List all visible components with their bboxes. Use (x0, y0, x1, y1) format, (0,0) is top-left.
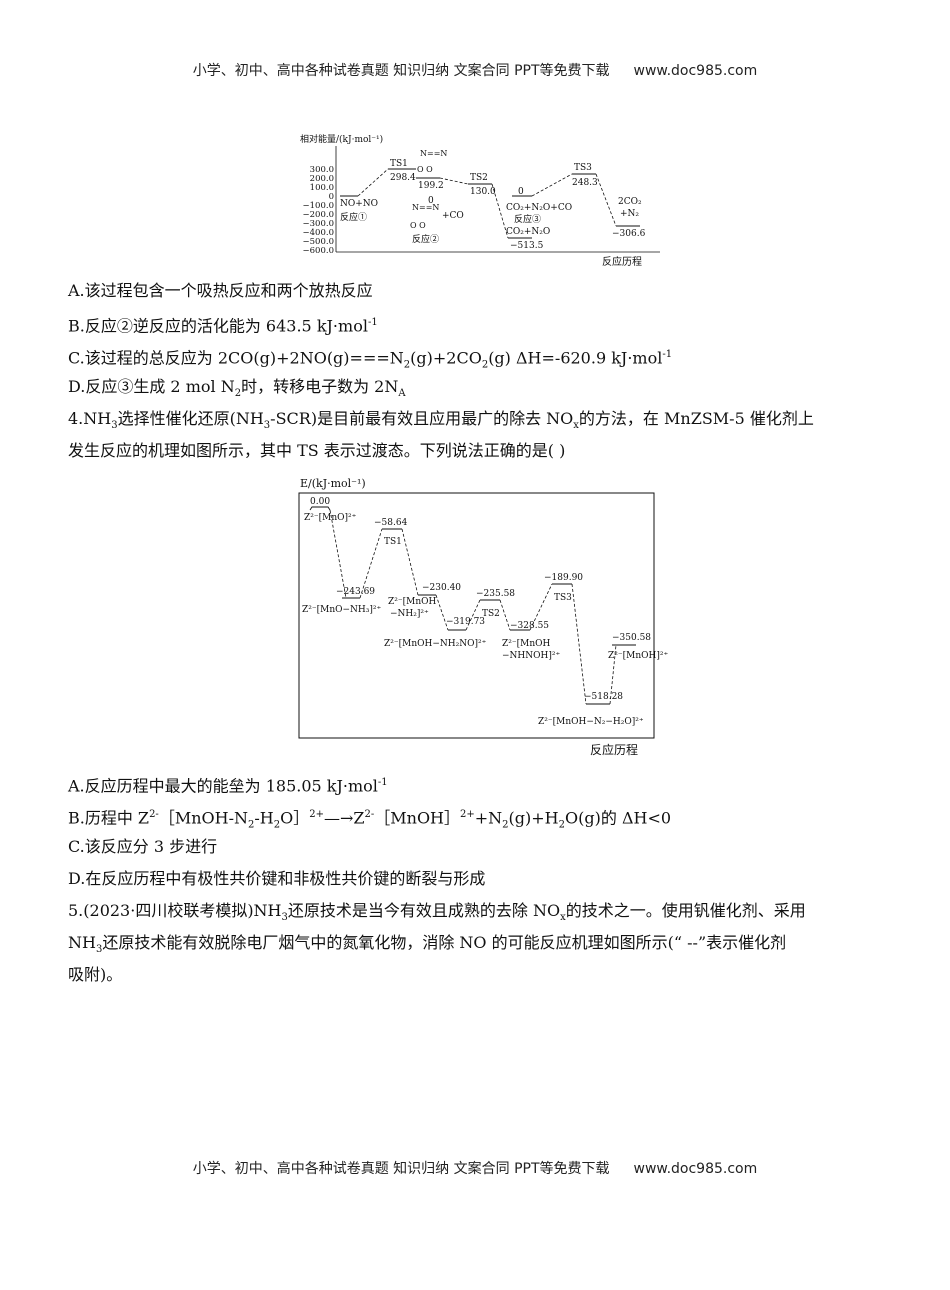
structure-n2o2-o2: O O (410, 221, 426, 230)
q3-option-c: C.该过程的总反应为 2CO(g)+2NO(g)===N2(g)+2CO2(g)… (68, 348, 673, 371)
path-h (571, 583, 587, 705)
fig1-tick: 100.0 (310, 183, 334, 193)
q3-option-a: A.该过程包含一个吸热反应和两个放热反应 (68, 281, 373, 300)
fig1-tick: −500.0 (303, 237, 334, 247)
path-f (499, 599, 511, 631)
path-a (329, 509, 347, 599)
fig2-value: −58.64 (374, 518, 408, 528)
energy-diagram-2: E/(kJ·mol⁻¹) 反应历程 0.00 (298, 477, 668, 757)
fig1-label: TS2 (470, 173, 488, 183)
q4-option-c: C.该反应分 3 步进行 (68, 837, 218, 856)
fig2-species: Z²⁻[MnOH−NH₂NO]²⁺ (384, 639, 487, 649)
fig1-label: −306.6 (612, 229, 646, 239)
fig1-label: −513.5 (510, 241, 544, 251)
q4-option-b: B.历程中 Z2-［MnOH-N2-H2O］2+—→Z2-［MnOH］2++N2… (68, 808, 672, 831)
fig1-label: 298.4 (390, 173, 416, 183)
fig2-ylabel: E/(kJ·mol⁻¹) (300, 477, 366, 490)
q5-line3: 吸附)。 (68, 965, 123, 984)
path-c (401, 528, 419, 596)
fig2-species: Z²⁻[MnOH (388, 597, 437, 607)
fig1-label: 反应② (412, 233, 439, 245)
fig1-tick: −100.0 (303, 201, 334, 211)
fig2-species: Z²⁻[MnOH]²⁺ (608, 651, 668, 661)
fig2-species: Z²⁻[MnO−NH₃]²⁺ (302, 605, 382, 615)
page-footer: 小学、初中、高中各种试卷真题 知识归纳 文案合同 PPT等免费下载 www.doc… (0, 1158, 950, 1178)
q3-option-b: B.反应②逆反应的活化能为 643.5 kJ·mol-1 (68, 316, 378, 336)
q4-option-d: D.在反应历程中有极性共价键和非极性共价键的断裂与形成 (68, 869, 486, 888)
fig1-label: CO₂+N₂O (506, 227, 550, 237)
fig1-tick: 0 (329, 192, 334, 202)
fig1-tick: −300.0 (303, 219, 334, 229)
fig2-species: Z²⁻[MnOH−N₂−H₂O]²⁺ (538, 717, 644, 727)
structure-n2o2-mid: N==N (412, 203, 439, 212)
fig1-label: TS1 (390, 159, 408, 169)
fig1-label: +N₂ (620, 209, 639, 219)
path-5 (595, 173, 617, 227)
fig2-value: −319.73 (446, 617, 485, 627)
fig2-species: Z²⁻[MnO]²⁺ (304, 513, 357, 523)
level-0 (309, 506, 331, 511)
fig2-value: −243.69 (336, 587, 375, 597)
fig1-label: CO₂+N₂O+CO (506, 203, 572, 213)
path-e (465, 599, 481, 631)
path-4 (531, 173, 573, 197)
q5-line2: NH3还原技术能有效脱除电厂烟气中的氮氧化物，消除 NO 的可能反应机理如图所示… (68, 933, 787, 956)
fig1-label: NO+NO (340, 199, 378, 209)
path-d (435, 594, 449, 631)
q5-line1: 5.(2023·四川校联考模拟)NH3还原技术是当今有效且成熟的去除 NOx的技… (68, 901, 806, 924)
footer-text: 小学、初中、高中各种试卷真题 知识归纳 文案合同 PPT等免费下载 (192, 1161, 610, 1177)
q3-option-d: D.反应③生成 2 mol N2时，转移电子数为 2NA (68, 377, 406, 400)
fig1-label: 130.0 (470, 187, 496, 197)
q4-option-a: A.反应历程中最大的能垒为 185.05 kJ·mol-1 (68, 776, 388, 796)
fig2-species: −NH₂]²⁺ (390, 609, 429, 619)
q4-stem-line1: 4.NH3选择性催化还原(NH3-SCR)是目前最有效且应用最广的除去 NOx的… (68, 409, 814, 432)
path-b (359, 528, 383, 599)
fig1-label: 199.2 (418, 181, 444, 191)
q4-stem-line2: 发生反应的机理如图所示，其中 TS 表示过渡态。下列说法正确的是( ) (68, 441, 566, 460)
fig2-ts: TS3 (554, 593, 572, 603)
fig1-tick: 200.0 (310, 174, 334, 184)
fig2-species: −NHNOH]²⁺ (502, 651, 560, 661)
path-1 (357, 168, 389, 197)
fig1-tick: 300.0 (310, 165, 334, 175)
fig2-species: Z²⁻[MnOH (502, 639, 551, 649)
fig2-value: 0.00 (310, 497, 330, 507)
fig2-value: −328.55 (510, 621, 549, 631)
footer-url[interactable]: www.doc985.com (633, 1161, 758, 1177)
fig2-ts: TS2 (482, 609, 500, 619)
header-url[interactable]: www.doc985.com (633, 63, 758, 79)
fig1-tick: −600.0 (303, 246, 334, 256)
header-text: 小学、初中、高中各种试卷真题 知识归纳 文案合同 PPT等免费下载 (192, 63, 610, 79)
energy-diagram-1: 相对能量/(kJ·mol⁻¹) 反应历程 300.0 200.0 100.0 0… (300, 133, 660, 268)
page-header: 小学、初中、高中各种试卷真题 知识归纳 文案合同 PPT等免费下载 www.doc… (0, 60, 950, 80)
fig2-ts: TS1 (384, 537, 402, 547)
fig2-frame (298, 492, 655, 739)
fig1-label: 2CO₂ (618, 197, 642, 207)
fig1-label: +CO (442, 211, 464, 221)
path-2 (439, 177, 469, 185)
fig2-value: −235.58 (476, 589, 515, 599)
fig2-value: −350.58 (612, 633, 651, 643)
fig1-tick: −200.0 (303, 210, 334, 220)
fig1-label: TS3 (574, 163, 592, 173)
fig2-value: −230.40 (422, 583, 461, 593)
path-3 (491, 183, 509, 239)
fig1-tick: −400.0 (303, 228, 334, 238)
fig2-value: −189.90 (544, 573, 583, 583)
fig1-label: 0 (518, 187, 524, 197)
structure-n2o2-o: O O (417, 165, 433, 174)
fig1-label: 248.3 (572, 178, 598, 188)
path-g (529, 583, 553, 631)
fig1-label: 反应③ (514, 213, 541, 225)
fig1-label: 反应① (340, 211, 367, 223)
fig2-xlabel: 反应历程 (590, 742, 638, 757)
fig2-value: −518.28 (584, 692, 623, 702)
fig1-ylabel: 相对能量/(kJ·mol⁻¹) (300, 133, 383, 145)
fig1-xlabel: 反应历程 (602, 255, 642, 268)
fig1-label: 0 (428, 196, 434, 206)
structure-n2o2-top: N==N (420, 149, 447, 158)
